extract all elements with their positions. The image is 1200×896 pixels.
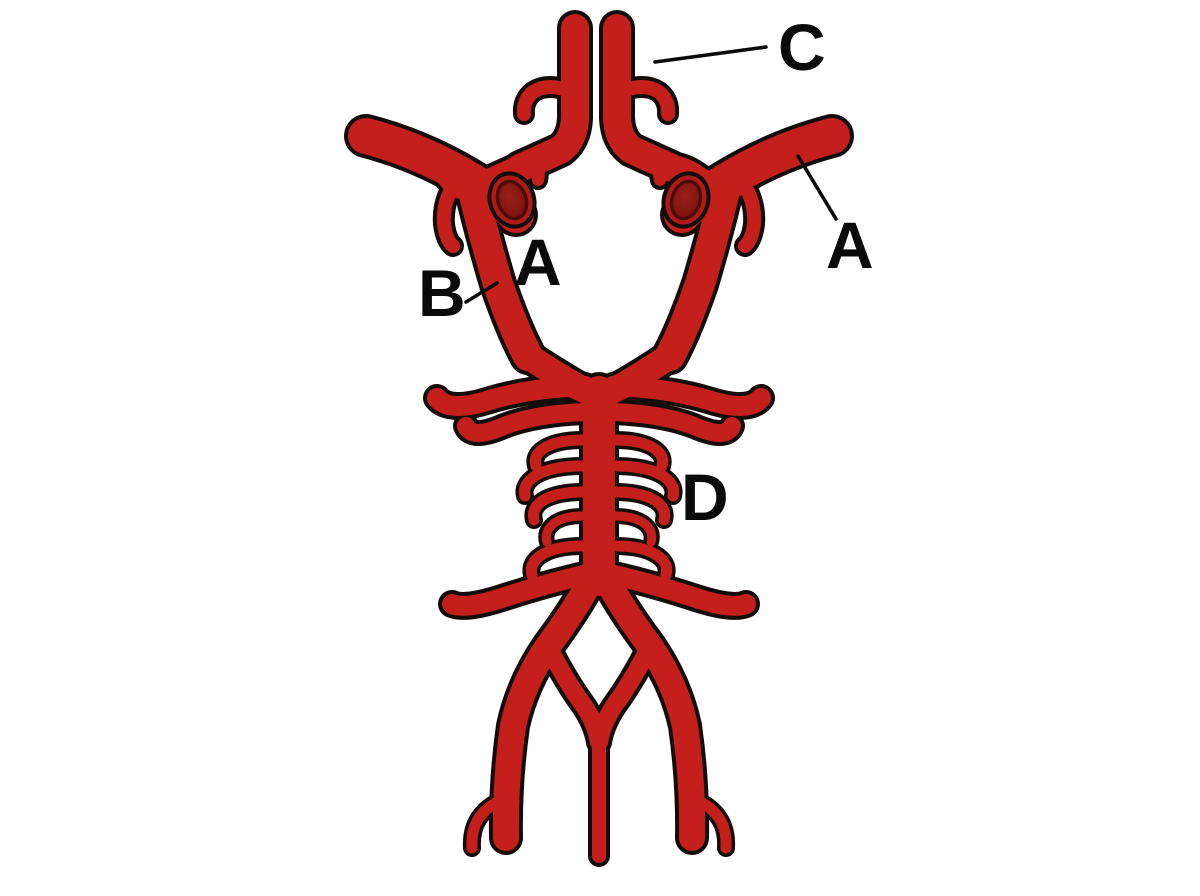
annotation-layer: C A A B D xyxy=(418,10,874,534)
cross-section-left xyxy=(487,171,537,229)
pontine-right-2-body xyxy=(609,460,679,502)
label-a-right: A xyxy=(826,208,874,282)
sca-left-body xyxy=(427,376,595,416)
choroidal-right-body xyxy=(653,155,711,186)
vertebral-left-body xyxy=(492,565,605,851)
pontine-right-1-body xyxy=(609,434,669,472)
pontine-left-3-body xyxy=(527,486,589,526)
leader-line-b xyxy=(464,281,499,304)
pontine-left-5-body xyxy=(525,540,589,581)
leader-line-c xyxy=(653,45,768,64)
aica-left-body xyxy=(457,403,594,442)
ica-right-body xyxy=(655,163,743,371)
cross-section-right-lumen xyxy=(669,179,703,221)
pontine-left-2-body xyxy=(519,460,589,502)
aca-left-branch-body xyxy=(516,80,579,121)
sca-right-body xyxy=(603,376,771,416)
aica-right-body xyxy=(604,403,741,442)
ophthalmic-cross-sections xyxy=(487,171,711,229)
cross-section-left-lumen xyxy=(495,179,529,221)
label-b: B xyxy=(418,256,466,330)
cross-section-right xyxy=(661,171,711,229)
pontine-right-3-body xyxy=(609,486,671,526)
vertebral-left-branch-body xyxy=(466,792,516,854)
vessel-bodies xyxy=(348,14,850,863)
choroidal-left-body xyxy=(487,155,545,186)
pica-right-body xyxy=(600,564,756,616)
pontine-left-4-body xyxy=(541,511,588,547)
pontine-right-5-body xyxy=(609,540,673,581)
label-d: D xyxy=(681,460,729,534)
pica-left-body xyxy=(442,564,598,616)
vertebral-right-branch-body xyxy=(682,792,732,854)
leader-line-a-right xyxy=(796,154,838,221)
label-a-left: A xyxy=(514,225,562,299)
aca-right-branch-body xyxy=(613,80,676,121)
pontine-right-4-body xyxy=(610,511,657,547)
vertebral-right-body xyxy=(593,565,706,851)
pontine-left-1-body xyxy=(529,434,589,472)
label-c: C xyxy=(778,10,826,84)
pcomm-right-body xyxy=(731,169,762,253)
pcomm-left-body xyxy=(436,169,467,253)
